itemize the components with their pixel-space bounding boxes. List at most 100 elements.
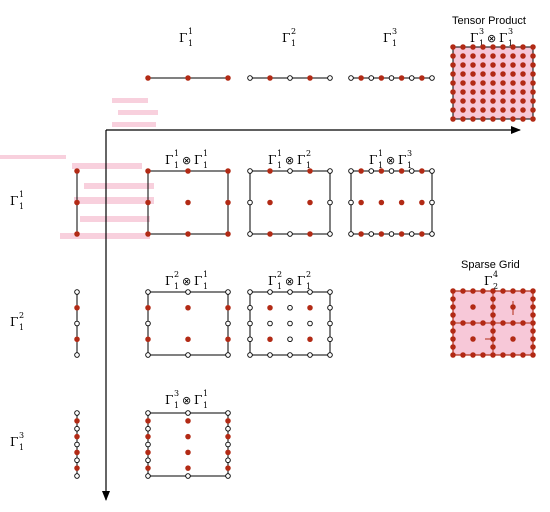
- grid-node-filled: [74, 305, 80, 311]
- grid-node-filled: [490, 116, 496, 122]
- grid-node-filled: [225, 418, 231, 424]
- column-header-2: Γ 2 1: [282, 27, 296, 48]
- grid-node-filled: [520, 98, 526, 104]
- grid-node-filled: [500, 98, 506, 104]
- grid-node-filled: [530, 312, 536, 318]
- svg-text:2: 2: [174, 270, 179, 279]
- svg-text:4: 4: [493, 270, 498, 279]
- grid-node-filled: [480, 288, 486, 294]
- grid-node-filled: [510, 53, 516, 59]
- grid-node-filled: [530, 320, 536, 326]
- grid-node-open: [307, 289, 313, 295]
- grid-node-open: [145, 473, 151, 479]
- grid-node-filled: [500, 44, 506, 50]
- grid-node-open: [247, 305, 253, 311]
- grid-node-filled: [460, 80, 466, 86]
- svg-text:2: 2: [306, 149, 311, 158]
- axes: [102, 126, 521, 501]
- grid-node-open: [145, 457, 151, 464]
- svg-text:⊗: ⊗: [386, 154, 395, 167]
- grid-node-filled: [267, 231, 273, 237]
- svg-text:Γ: Γ: [282, 31, 290, 45]
- grid-node-open: [247, 320, 253, 327]
- grid-node-filled: [470, 44, 476, 50]
- svg-text:1: 1: [19, 190, 24, 199]
- row-header-1: Γ 1 1: [10, 190, 24, 211]
- grid-node-filled: [225, 336, 231, 343]
- grid-node-filled: [74, 418, 80, 424]
- grid-node-filled: [480, 89, 486, 95]
- grid-node-filled: [450, 89, 456, 95]
- grid-node-open: [247, 289, 253, 295]
- label-g21-x-g11: Γ 2 1 ⊗ Γ 1 1: [165, 270, 208, 291]
- grid-node-open: [287, 231, 293, 237]
- grid-node-filled: [225, 231, 231, 237]
- svg-text:1: 1: [203, 270, 208, 279]
- grid-node-filled: [490, 53, 496, 59]
- grid-node-filled: [520, 44, 526, 50]
- grid-node-filled: [378, 168, 385, 174]
- grid-node-open: [368, 75, 375, 81]
- grid-node-filled: [225, 199, 231, 206]
- svg-text:3: 3: [508, 27, 513, 36]
- grid-node-filled: [185, 168, 191, 174]
- grid-node-open: [429, 75, 435, 81]
- svg-text:Γ: Γ: [268, 274, 276, 288]
- column-header-3: Γ 3 1: [383, 27, 397, 48]
- grid-node-filled: [500, 107, 506, 113]
- grid-node-filled: [520, 62, 526, 68]
- grid-node-filled: [225, 305, 231, 311]
- grid-node-filled: [520, 352, 526, 358]
- grid-node-filled: [530, 44, 536, 50]
- label-g21-x-g21: Γ 2 1 ⊗ Γ 2 1: [268, 270, 311, 291]
- grid-node-filled: [419, 199, 425, 206]
- grid-node-filled: [145, 418, 151, 424]
- grid-node-filled: [500, 320, 506, 326]
- svg-text:1: 1: [188, 39, 193, 48]
- grid-node-filled: [490, 328, 496, 334]
- grid-node-open: [74, 441, 80, 448]
- svg-text:1: 1: [378, 149, 383, 158]
- svg-text:Γ: Γ: [10, 435, 18, 449]
- grid-node-open: [429, 199, 435, 206]
- grid-node-filled: [145, 465, 151, 471]
- grid-node-filled: [500, 116, 506, 122]
- grid-node-open: [327, 289, 333, 295]
- grid-node-filled: [520, 288, 526, 294]
- grid-node-open: [225, 410, 231, 416]
- grid-node-filled: [530, 62, 536, 68]
- svg-text:Γ: Γ: [268, 153, 276, 167]
- grid-node-open: [267, 320, 273, 327]
- grid-node-filled: [480, 80, 486, 86]
- grid-node-open: [185, 473, 191, 479]
- svg-text:Γ: Γ: [10, 315, 18, 329]
- grid-node-filled: [520, 80, 526, 86]
- grid-node-filled: [307, 199, 313, 206]
- grid-node-filled: [185, 199, 191, 206]
- grid-node-open: [287, 320, 293, 327]
- svg-text:2: 2: [493, 282, 498, 291]
- grid-node-open: [388, 231, 395, 237]
- grid-node-open: [307, 352, 313, 358]
- grid-node-filled: [530, 352, 536, 358]
- svg-text:1: 1: [188, 27, 193, 36]
- grid-node-filled: [450, 80, 456, 86]
- grid-node-filled: [510, 107, 516, 113]
- grid-node-filled: [530, 296, 536, 302]
- grid-node-filled: [520, 320, 526, 326]
- svg-text:Γ: Γ: [165, 274, 173, 288]
- svg-text:1: 1: [508, 39, 513, 48]
- grid-node-filled: [450, 98, 456, 104]
- grid-node-open: [409, 231, 415, 237]
- svg-text:Γ: Γ: [165, 153, 173, 167]
- grid-node-filled: [378, 231, 385, 237]
- grid-node-filled: [267, 336, 273, 343]
- grid-node-filled: [460, 116, 466, 122]
- grid-node-filled: [470, 71, 476, 77]
- grid-node-filled: [530, 80, 536, 86]
- grid-node-filled: [145, 433, 151, 440]
- grid-node-filled: [185, 465, 191, 471]
- sparse-grid-label: Sparse Grid Γ 4 2: [461, 259, 520, 291]
- svg-text:2: 2: [19, 311, 24, 320]
- grid-node-filled: [490, 344, 496, 350]
